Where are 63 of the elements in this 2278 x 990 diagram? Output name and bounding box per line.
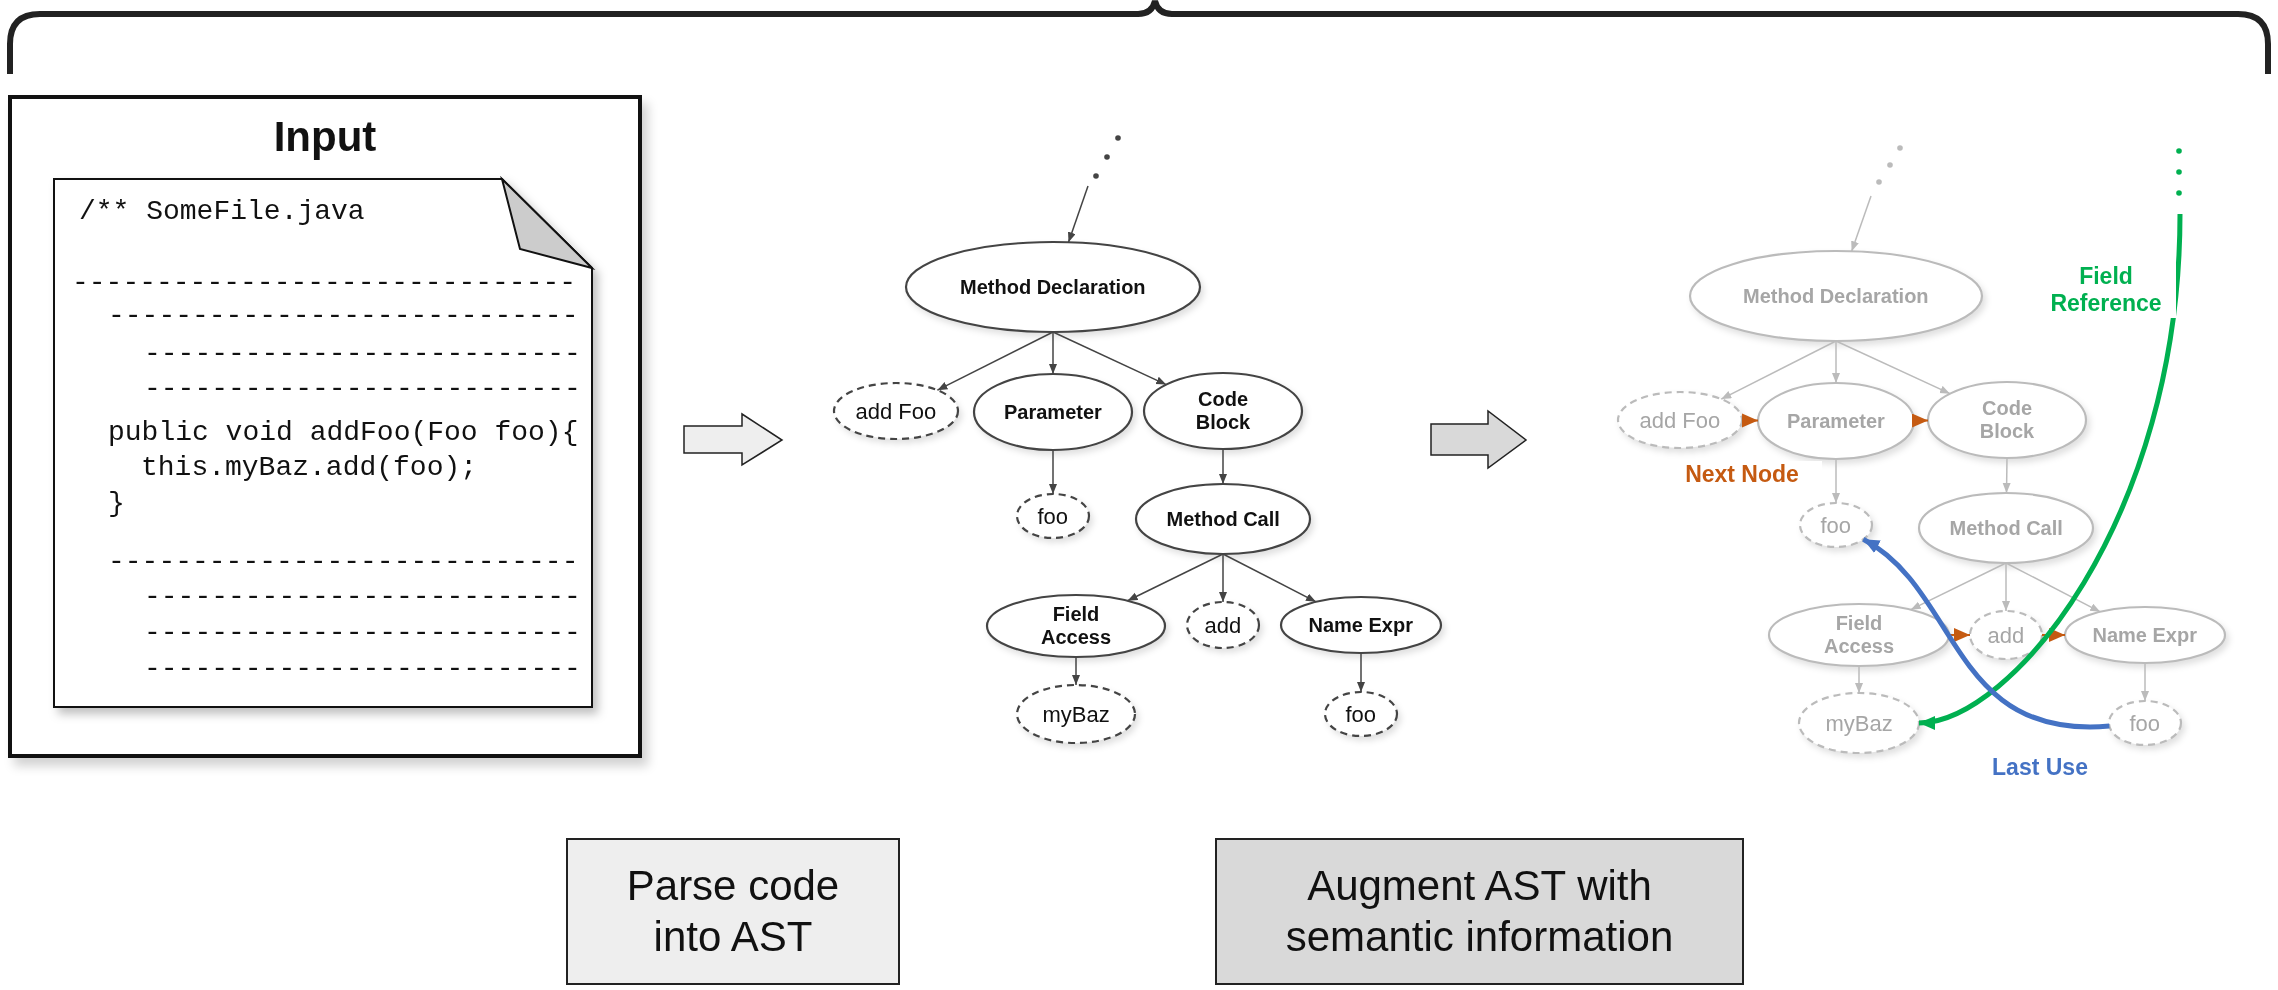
code-line: /** SomeFile.java	[79, 196, 365, 228]
arrow	[2002, 562, 2010, 612]
node-label: Field Access	[1039, 603, 1113, 649]
arrow	[1222, 553, 1317, 603]
panel-title: Input	[272, 113, 378, 161]
code-line: --------------------------	[144, 581, 581, 613]
node-label: Field Access	[1822, 612, 1896, 658]
node-label: Code Block	[1978, 397, 2036, 443]
node-label: Code Block	[1194, 388, 1252, 434]
code-line: ----------------------------	[108, 300, 579, 332]
code-line: ----------------------------	[108, 546, 579, 578]
code-line: --------------------------	[144, 373, 581, 405]
node-label: add Foo	[1639, 407, 1721, 433]
arrow	[1741, 413, 1759, 428]
node-label: Method Call	[1949, 516, 2063, 540]
arrow	[1855, 665, 1863, 694]
node-label: myBaz	[1825, 710, 1893, 736]
arrow	[1861, 537, 2110, 729]
process-box: Parse code into AST	[566, 838, 900, 985]
arrow	[1832, 340, 1840, 384]
arrow	[2141, 662, 2149, 702]
node-label: foo	[1820, 512, 1852, 538]
node-label: Name Expr	[1308, 613, 1413, 637]
arrow	[1357, 652, 1365, 693]
node-label: Method Declaration	[960, 275, 1146, 299]
arrow	[1720, 340, 1837, 400]
arrow	[1049, 449, 1057, 495]
arrow	[1219, 553, 1227, 603]
arrow	[1850, 195, 1872, 252]
node-label: foo	[2129, 710, 2161, 736]
code-line: }	[108, 488, 125, 520]
arrow	[1918, 213, 2183, 728]
arrow	[1219, 448, 1227, 485]
arrow	[2005, 562, 2101, 613]
input-panel	[8, 95, 642, 758]
code-line: --------------------------	[144, 617, 581, 649]
arrow	[2041, 628, 2066, 642]
node-label: Parameter	[1787, 409, 1885, 433]
arrow	[2002, 457, 2011, 494]
arrow	[936, 331, 1054, 391]
node-label: add	[1987, 622, 2025, 648]
code-line: --------------------------	[144, 653, 581, 685]
node-label: Method Declaration	[1743, 284, 1929, 308]
arrow	[1126, 553, 1224, 602]
node-label: Parameter	[1004, 400, 1102, 424]
node-label: Name Expr	[2092, 623, 2197, 647]
arrow	[1067, 185, 1089, 243]
process-box: Augment AST with semantic information	[1215, 838, 1744, 985]
code-line: this.myBaz.add(foo);	[141, 452, 478, 484]
node-label: foo	[1345, 701, 1377, 727]
arrow	[1832, 458, 1840, 504]
arrow	[1072, 656, 1080, 686]
node-label: foo	[1037, 503, 1069, 529]
node-label: myBaz	[1042, 701, 1110, 727]
arrow	[1910, 562, 2007, 611]
arrow	[1052, 331, 1167, 386]
node-label: Method Call	[1166, 507, 1280, 531]
code-line: ------------------------------	[72, 267, 577, 299]
arrow	[1049, 331, 1057, 375]
node-label: add Foo	[855, 398, 937, 424]
code-line: --------------------------	[144, 338, 581, 370]
code-line: public void addFoo(Foo foo){	[108, 417, 579, 449]
node-label: add	[1204, 612, 1242, 638]
